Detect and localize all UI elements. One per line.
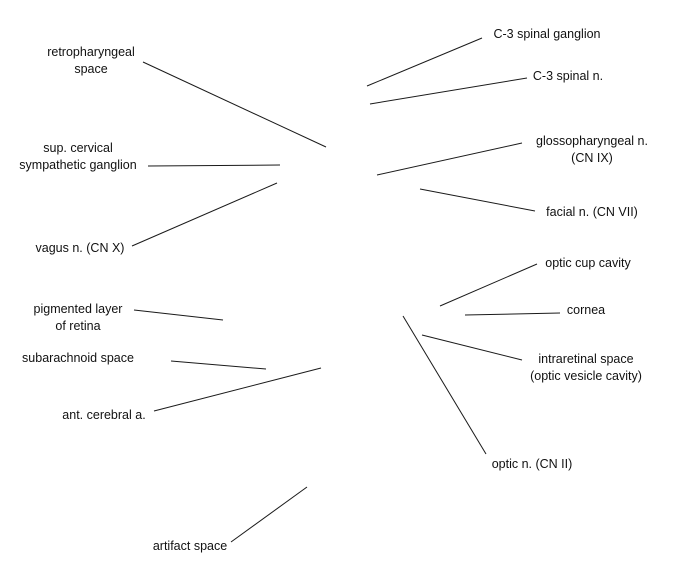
label-optic-n: optic n. (CN II) bbox=[482, 456, 582, 473]
leader-line-optic-cup-cavity bbox=[439, 263, 538, 307]
label-sup-cervical-sympathetic-ganglion: sup. cervical sympathetic ganglion bbox=[8, 140, 148, 174]
label-c3-spinal-ganglion: C-3 spinal ganglion bbox=[482, 26, 612, 43]
label-line: cornea bbox=[566, 303, 606, 317]
label-line: sup. cervical bbox=[43, 141, 113, 155]
leader-line-subarachnoid-space bbox=[170, 360, 267, 370]
label-glossopharyngeal-n: glossopharyngeal n. (CN IX) bbox=[522, 133, 662, 167]
leader-line-c3-spinal-n bbox=[369, 77, 528, 105]
label-line: pigmented layer bbox=[33, 302, 123, 316]
leader-line-intraretinal-space bbox=[421, 334, 523, 361]
label-line: artifact space bbox=[152, 539, 228, 553]
label-line: retropharyngeal bbox=[47, 45, 135, 59]
label-retropharyngeal-space: retropharyngeal space bbox=[37, 44, 145, 78]
label-line: optic n. (CN II) bbox=[491, 457, 573, 471]
label-artifact-space: artifact space bbox=[144, 538, 236, 555]
label-ant-cerebral-a: ant. cerebral a. bbox=[52, 407, 156, 424]
label-line: facial n. (CN VII) bbox=[546, 205, 638, 219]
leader-line-optic-n bbox=[402, 315, 487, 455]
label-line: of retina bbox=[55, 319, 101, 333]
label-line: vagus n. (CN X) bbox=[35, 241, 125, 255]
label-vagus-n: vagus n. (CN X) bbox=[26, 240, 134, 257]
leader-line-c3-spinal-ganglion bbox=[366, 37, 483, 87]
label-line: subarachnoid space bbox=[22, 351, 134, 365]
leader-line-pigmented-layer-of-retina bbox=[133, 309, 224, 321]
label-intraretinal-space: intraretinal space (optic vesicle cavity… bbox=[514, 351, 658, 385]
label-line: (optic vesicle cavity) bbox=[530, 369, 642, 383]
leader-line-retropharyngeal-space bbox=[142, 61, 327, 148]
label-line: ant. cerebral a. bbox=[62, 408, 146, 422]
label-subarachnoid-space: subarachnoid space bbox=[10, 350, 146, 367]
leader-line-vagus-n bbox=[131, 182, 278, 247]
leader-line-facial-n bbox=[419, 188, 536, 212]
label-line: sympathetic ganglion bbox=[19, 158, 137, 172]
label-c3-spinal-n: C-3 spinal n. bbox=[525, 68, 611, 85]
label-cornea: cornea bbox=[559, 302, 613, 319]
leader-line-artifact-space bbox=[230, 486, 308, 543]
leader-line-glossopharyngeal-n bbox=[376, 142, 523, 176]
label-line: optic cup cavity bbox=[545, 256, 631, 270]
label-line: C-3 spinal ganglion bbox=[493, 27, 601, 41]
label-line: space bbox=[74, 62, 108, 76]
leader-line-cornea bbox=[464, 312, 561, 316]
label-optic-cup-cavity: optic cup cavity bbox=[535, 255, 641, 272]
leader-line-sup-cervical-sympathetic-ganglion bbox=[147, 164, 281, 167]
label-line: intraretinal space bbox=[538, 352, 634, 366]
label-line: (CN IX) bbox=[571, 151, 613, 165]
label-line: glossopharyngeal n. bbox=[536, 134, 648, 148]
label-facial-n: facial n. (CN VII) bbox=[535, 204, 649, 221]
leader-line-ant-cerebral-a bbox=[153, 367, 322, 412]
label-pigmented-layer-of-retina: pigmented layer of retina bbox=[22, 301, 134, 335]
label-line: C-3 spinal n. bbox=[532, 69, 604, 83]
